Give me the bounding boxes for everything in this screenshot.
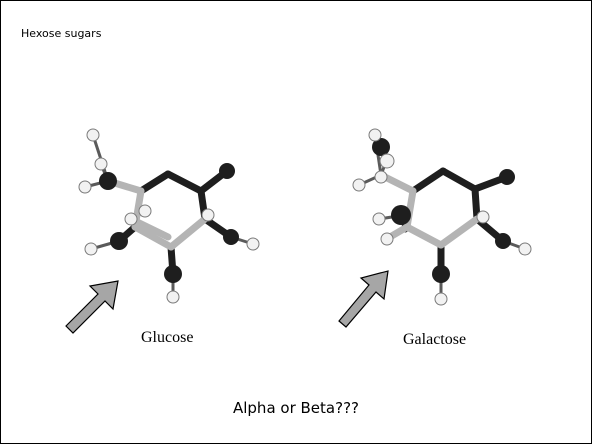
slide-title: Hexose sugars — [21, 27, 102, 40]
glucose-label: Glucose — [141, 329, 194, 346]
glucose-molecule-model — [63, 119, 263, 309]
galactose-label: Galactose — [403, 331, 467, 348]
up-right-arrow-icon — [338, 270, 389, 328]
question-text: Alpha or Beta??? — [232, 399, 359, 417]
up-right-arrow-icon — [65, 280, 119, 334]
galactose-molecule-model — [335, 119, 535, 309]
galactose-ball-and-stick — [352, 128, 532, 306]
glucose-ball-and-stick — [78, 128, 260, 304]
